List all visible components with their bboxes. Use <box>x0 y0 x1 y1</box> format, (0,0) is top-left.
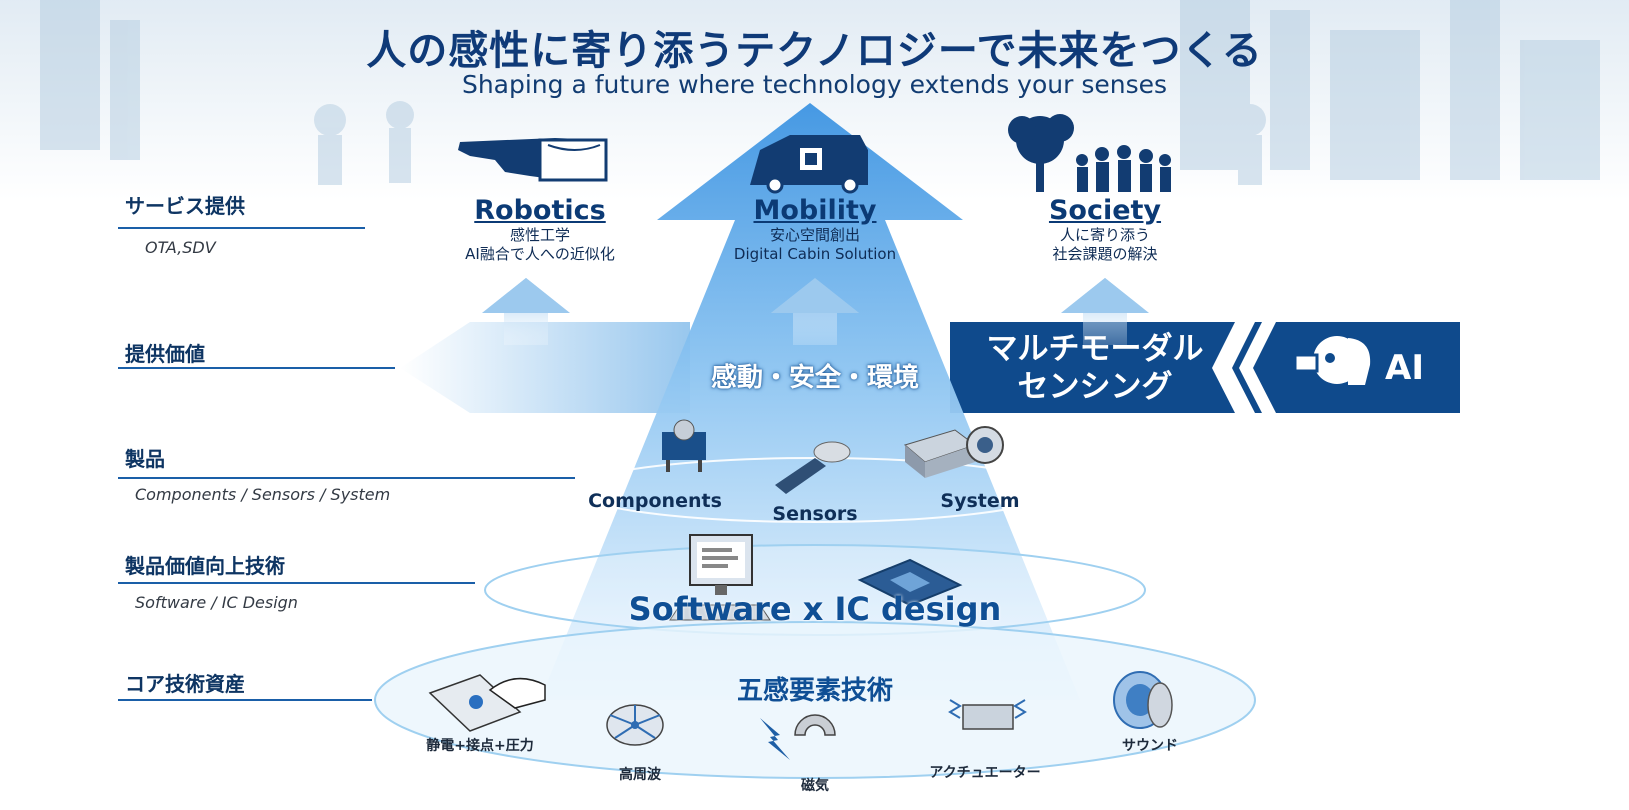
layer-tech-label: 製品価値向上技術 <box>125 554 285 578</box>
banner-line1: マルチモーダル <box>986 331 1204 367</box>
magnet-icon <box>760 714 836 760</box>
layer-value-label: 提供価値 <box>125 342 205 366</box>
layer-tech-sub: Software / IC Design <box>135 593 298 612</box>
layer-service-sub: OTA,SDV <box>145 238 216 257</box>
software-ic-label: Software x IC design <box>628 590 1002 628</box>
multimodal-sensing-banner: マルチモーダル センシング <box>975 330 1215 406</box>
ai-head-icon <box>1293 336 1371 385</box>
value-statement: 感動・安全・環境 <box>710 363 919 393</box>
product-components: Components <box>588 490 722 512</box>
pillar-society-desc1: 人に寄り添う <box>1059 226 1150 244</box>
high-frequency-icon <box>606 704 664 746</box>
car-circuit-icon <box>750 135 868 194</box>
pillar-mobility: Mobility 安心空間創出 Digital Cabin Solution <box>700 195 930 264</box>
tact-switch-icon <box>662 419 706 472</box>
pillar-mobility-title: Mobility <box>753 195 877 226</box>
system-unit-icon <box>903 426 1004 478</box>
pillar-robotics-desc2: AI融合で人への近似化 <box>465 245 615 263</box>
banner-line2: センシング <box>1017 369 1173 405</box>
core-item-rf: 高周波 <box>619 767 661 783</box>
ic-chip-icon <box>857 558 963 607</box>
layer-core-label: コア技術資産 <box>125 672 245 696</box>
product-system: System <box>940 490 1020 512</box>
core-item-sound: サウンド <box>1122 738 1178 754</box>
core-item-touch: 静電+接点+圧力 <box>426 738 534 754</box>
pillar-robotics: Robotics 感性工学 AI融合で人への近似化 <box>430 195 650 264</box>
pillar-society-desc2: 社会課題の解決 <box>1052 245 1158 263</box>
robot-hand-icon <box>458 138 608 182</box>
computer-icon <box>669 534 771 621</box>
page-subtitle: Shaping a future where technology extend… <box>461 70 1168 99</box>
ai-label: AI <box>1385 348 1424 388</box>
pillar-mobility-desc2: Digital Cabin Solution <box>733 245 897 263</box>
pillar-society-title: Society <box>1048 195 1162 226</box>
pillar-robotics-title: Robotics <box>474 195 606 226</box>
layer-product-label: 製品 <box>125 447 165 471</box>
core-item-magnetic: 磁気 <box>801 778 829 794</box>
core-item-actuator: アクチュエーター <box>929 765 1041 781</box>
actuator-icon <box>948 699 1027 730</box>
product-sensors: Sensors <box>772 503 858 525</box>
pillar-mobility-desc1: 安心空間創出 <box>769 226 860 244</box>
pillar-society: Society 人に寄り添う 社会課題の解決 <box>1000 195 1210 264</box>
layer-product-sub: Components / Sensors / System <box>135 485 391 504</box>
touch-panel-icon <box>428 674 546 732</box>
pillar-robotics-desc1: 感性工学 <box>509 226 570 244</box>
core-tech-title: 五感要素技術 <box>736 676 893 706</box>
layer-service-label: サービス提供 <box>125 194 245 218</box>
speaker-icon <box>1113 671 1173 729</box>
page-title: 人の感性に寄り添うテクノロジーで未来をつくる <box>366 28 1263 74</box>
tree-people-icon <box>1008 114 1171 192</box>
sensor-icon <box>775 441 851 494</box>
